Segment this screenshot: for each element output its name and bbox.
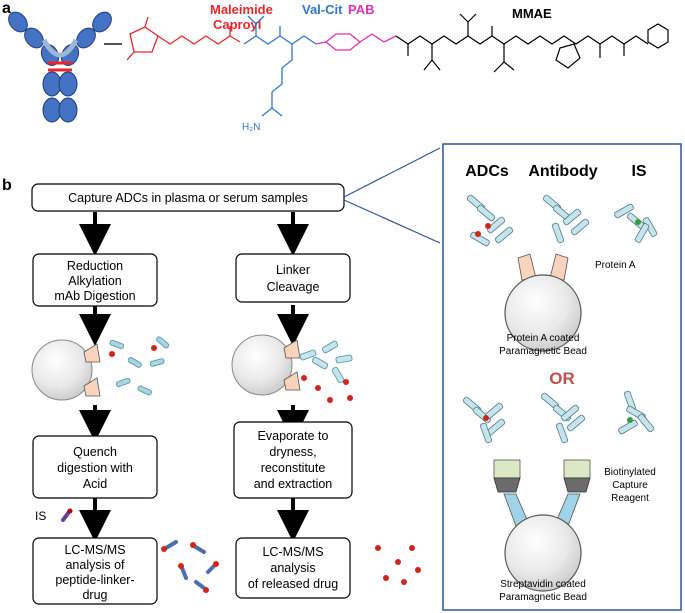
reduction-line1: Reduction [67, 259, 123, 273]
mmae-label: MMAE [512, 6, 552, 21]
panel-a-letter: a [2, 0, 11, 17]
antibody-fragments-right [299, 340, 353, 384]
panel-b-letter: b [2, 177, 12, 194]
bead2-line2: Paramagnetic Bead [499, 592, 587, 603]
val-cit-label: Val-Cit [302, 2, 343, 17]
released-drug-dots [301, 375, 353, 403]
biotinylated-line1: Biotinylated [604, 467, 656, 478]
reduction-box [32, 253, 158, 307]
bead-right-cleave [231, 334, 301, 396]
caproyl-label: Caproyl [213, 17, 261, 32]
antibody-icon [8, 11, 122, 123]
is-molecule-icon [61, 508, 73, 522]
evaporate-line2: dryness, [269, 445, 316, 459]
header-is: IS [631, 163, 646, 180]
header-antibody: Antibody [528, 163, 597, 180]
quench-line2: digestion with [57, 461, 133, 475]
val-cit-structure [243, 15, 317, 117]
connector-line [343, 147, 441, 198]
biotinylated-line3: Reagent [611, 493, 649, 504]
streptavidin-bead [493, 459, 591, 592]
quench-line3: Acid [83, 477, 107, 491]
lcms-left-line3: peptide-linker- [55, 573, 134, 587]
evaporate-line4: and extraction [254, 477, 333, 491]
linker-line1: Linker [276, 263, 310, 277]
amine-label: H₂N [242, 122, 260, 133]
lcms-left-box [32, 537, 158, 605]
released-drug-final [375, 545, 421, 585]
capture-text: Capture ADCs in plasma or serum samples [68, 191, 308, 205]
lcms-right-line1: LC-MS/MS [262, 545, 323, 559]
flow-arrows [79, 212, 309, 542]
reduction-line3: mAb Digestion [54, 289, 135, 303]
drug-dots-left [109, 345, 157, 357]
protein-a-bead [504, 253, 582, 352]
pab-label: PAB [348, 2, 374, 17]
linker-line2: Cleavage [267, 280, 320, 294]
bead1-line2: Paramagnetic Bead [499, 346, 587, 357]
is-antibody-icon [614, 203, 658, 243]
lcms-right-box [235, 537, 351, 599]
capture-box [31, 183, 345, 212]
peptide-fragments-left [109, 336, 170, 396]
bead-left-digest [31, 339, 101, 401]
adc-antibody-icon [466, 194, 514, 247]
quench-box [32, 435, 158, 499]
evaporate-box [233, 421, 353, 499]
or-label: OR [549, 369, 575, 388]
mmae-structure [395, 13, 669, 73]
adc-antibody-icon-2 [462, 396, 506, 444]
is-label: IS [35, 509, 46, 523]
connector-line-lower [343, 199, 441, 244]
is-antibody-icon-2 [618, 390, 655, 435]
evaporate-line3: reconstitute [261, 461, 326, 475]
evaporate-line1: Evaporate to [258, 429, 329, 443]
lcms-left-line2: analysis of [65, 558, 125, 572]
pab-structure [315, 33, 397, 51]
reduction-line2: Alkylation [68, 274, 122, 288]
antibody-only-icon-2 [540, 392, 586, 444]
lcms-right-line3: of released drug [248, 577, 338, 591]
maleimide-label: Maleimide [210, 2, 273, 17]
antibody-only-icon [542, 194, 590, 244]
peptide-linker-drug-fragments [161, 540, 219, 593]
lcms-left-line4: drug [82, 588, 107, 602]
linker-cleavage-box [235, 253, 351, 303]
bead1-line1: Protein A coated [507, 333, 580, 344]
maleimide-caproyl-structure [126, 16, 241, 61]
bead2-line1: Streptavidin coated [500, 579, 586, 590]
biotinylated-line2: Capture [612, 480, 648, 491]
lcms-right-line2: analysis [270, 561, 315, 575]
protein-a-label: Protein A [595, 260, 636, 271]
lcms-left-line1: LC-MS/MS [64, 543, 125, 557]
quench-line1: Quench [73, 445, 117, 459]
header-adcs: ADCs [465, 163, 509, 180]
